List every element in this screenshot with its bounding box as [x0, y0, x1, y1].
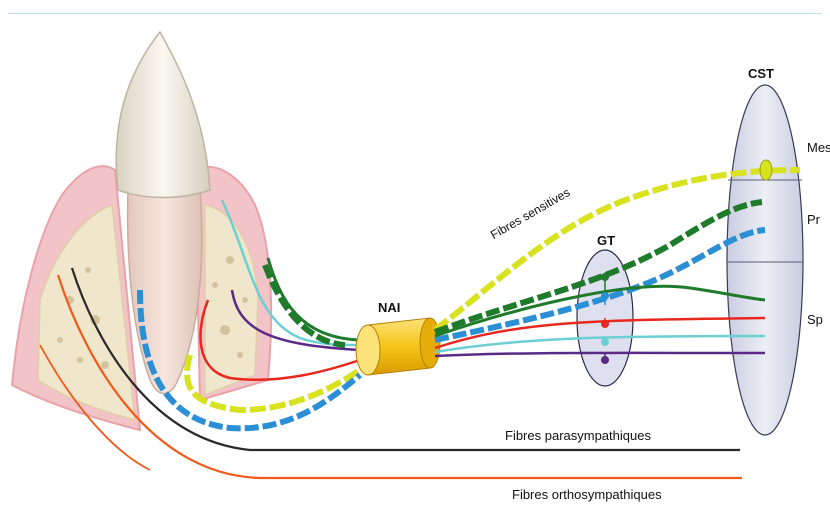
- pr-label: Pr: [807, 212, 820, 227]
- cst-label: CST: [748, 66, 774, 81]
- fiber-green-root-2: [265, 265, 345, 345]
- fibres-orthosympathiques-label: Fibres orthosympathiques: [512, 487, 662, 502]
- mes-node: [760, 160, 772, 180]
- nai-label: NAI: [378, 300, 400, 315]
- fibres-parasympathiques-label: Fibres parasympathiques: [505, 428, 651, 443]
- nai-ring: [356, 318, 440, 375]
- sp-label: Sp: [807, 312, 823, 327]
- gt-label: GT: [597, 233, 615, 248]
- tooth-crown: [116, 32, 210, 198]
- cst-ellipse: [727, 85, 803, 435]
- mes-label: Mes: [807, 140, 830, 155]
